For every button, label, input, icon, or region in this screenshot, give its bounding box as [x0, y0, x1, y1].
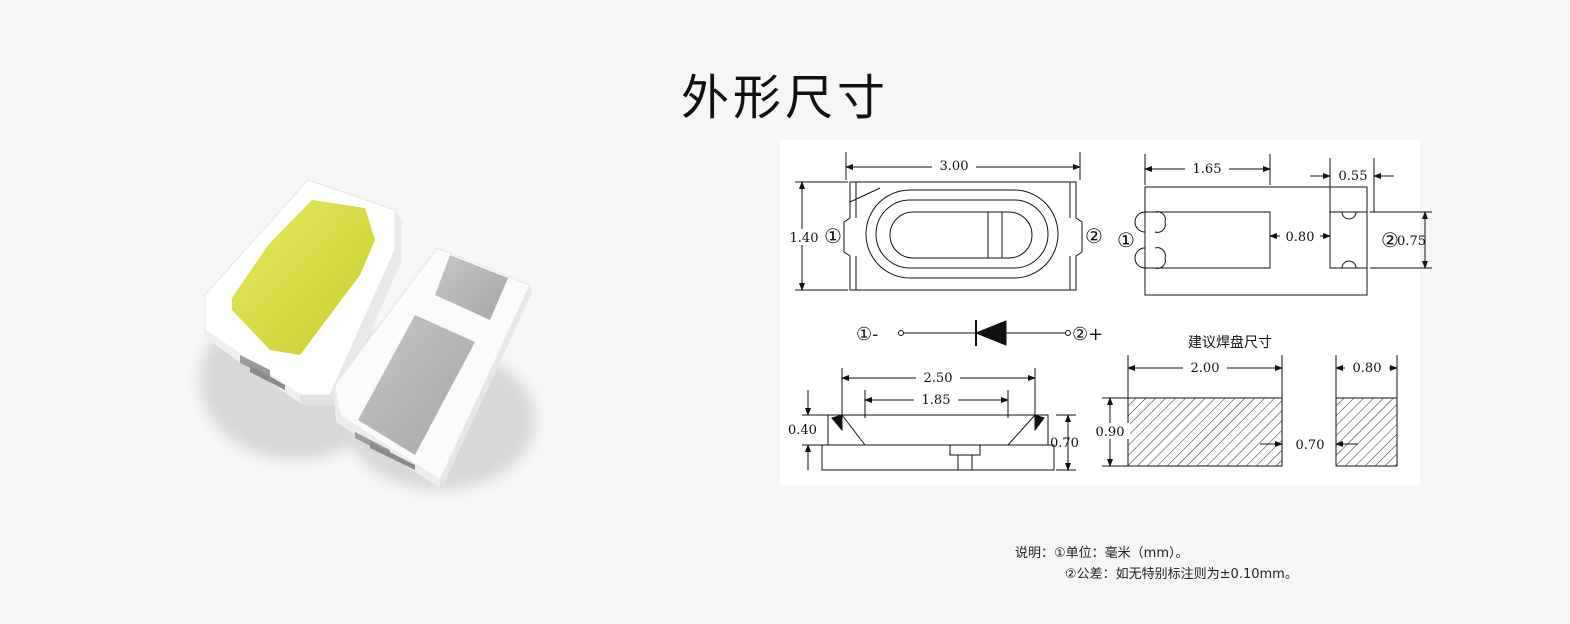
note-units: 说明：①单位：毫米（mm）。 [1015, 546, 1189, 561]
phosphor-window [232, 200, 375, 355]
top-view: 3.00 1.40 ① ② [786, 152, 1103, 291]
cathode-plus-label: ②+ [1072, 324, 1103, 345]
dim-pad-height-label-b: 0.90 [1096, 425, 1125, 440]
dim-electrode-length-label: 1.65 [1193, 162, 1222, 177]
dim-pad-height-label: 0.75 [1397, 234, 1426, 249]
dim-width-label: 1.40 [790, 231, 819, 246]
dim-gap-label: 0.80 [1286, 230, 1315, 245]
dim-length-label: 3.00 [940, 159, 969, 174]
pad-layout: 建议焊盘尺寸 2.00 0.90 0.70 0.80 [1090, 334, 1398, 467]
bottom-pin1-marker: ① [1117, 228, 1135, 252]
dim-pad-gap-label: 0.70 [1296, 438, 1325, 453]
bottom-view: 1.65 0.55 0.80 0.75 ① ② [1117, 154, 1432, 296]
solder-pad-small [1335, 397, 1398, 467]
pad-layout-title: 建议焊盘尺寸 [1188, 334, 1272, 351]
led-chip-back [333, 247, 532, 488]
led-product-image [190, 160, 570, 510]
dim-window-label: 1.85 [922, 393, 951, 408]
dim-side-length-label: 2.50 [924, 371, 953, 386]
notes-block: 说明：①单位：毫米（mm）。 ②公差：如无特别标注则为±0.10mm。 [1015, 543, 1298, 585]
pin1-marker: ① [824, 224, 842, 248]
bottom-pin2-marker: ② [1381, 228, 1399, 252]
led-chip-front [204, 179, 402, 405]
electrode-large [358, 315, 475, 455]
diode-symbol: ①- ②+ [856, 320, 1103, 346]
pin2-marker: ② [1085, 224, 1103, 248]
dim-pad-length-label: 2.00 [1191, 361, 1220, 376]
page-title: 外形尺寸 [680, 70, 889, 126]
electrode-small [435, 255, 508, 320]
solder-pad-large [1127, 397, 1283, 467]
dimension-drawing: 3.00 1.40 ① ② 1.65 [780, 140, 1432, 485]
note-tolerance: ②公差：如无特别标注则为±0.10mm。 [1065, 567, 1298, 582]
side-view: 2.50 1.85 0.40 0.70 [788, 368, 1079, 471]
dim-total-height-label: 0.70 [1050, 436, 1079, 451]
dim-small-pad-length-label: 0.80 [1353, 361, 1382, 376]
dim-small-pad-label: 0.55 [1339, 169, 1368, 184]
anode-minus-label: ①- [856, 324, 878, 345]
dim-side-height-label: 0.40 [788, 423, 817, 438]
